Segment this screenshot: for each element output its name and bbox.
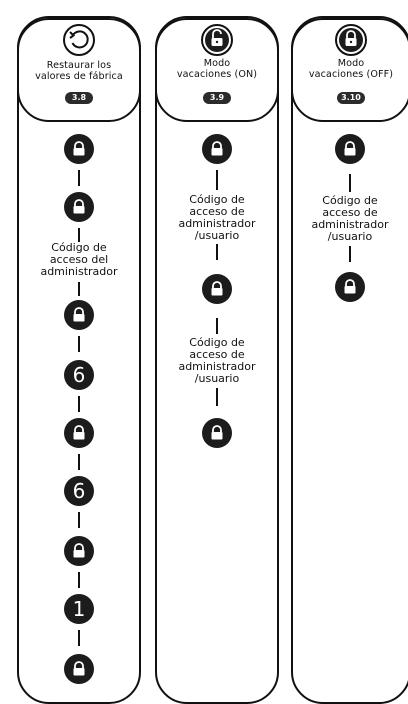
column-title: Modo vacaciones (OFF)	[308, 58, 394, 80]
section-badge: 3.8	[65, 92, 93, 104]
connector-line	[78, 512, 80, 528]
procedure-column-vacation-off: Modo vacaciones (OFF) 3.10	[291, 16, 408, 704]
step-label: Código de acceso de administrador /usuar…	[178, 193, 256, 242]
connector-line	[78, 228, 80, 242]
connector-line	[78, 630, 80, 646]
lock-key-icon	[64, 418, 94, 448]
procedure-column-factory-reset: Restaurar los valores de fábrica 3.8	[17, 16, 141, 704]
connector-line	[216, 388, 218, 406]
connector-line	[78, 336, 80, 352]
connector-line	[78, 170, 80, 186]
connector-line	[216, 318, 218, 334]
step-label: Código de acceso del administrador	[40, 241, 118, 278]
column-title: Restaurar los valores de fábrica	[35, 60, 123, 82]
connector-line	[349, 246, 351, 262]
lock-key-icon	[335, 134, 365, 164]
connector-line	[78, 572, 80, 588]
lock-key-icon	[64, 654, 94, 684]
lock-key-icon	[64, 134, 94, 164]
column-title: Modo vacaciones (ON)	[176, 58, 258, 80]
restore-icon	[62, 23, 96, 61]
connector-line	[78, 396, 80, 412]
lock-key-icon	[64, 192, 94, 222]
column-header: Modo vacaciones (OFF) 3.10	[291, 18, 408, 122]
lock-key-icon	[64, 300, 94, 330]
connector-line	[78, 282, 80, 296]
lock-key-icon	[202, 274, 232, 304]
step-label: Código de acceso de administrador /usuar…	[311, 194, 389, 243]
lock-key-icon	[64, 536, 94, 566]
lock-key-icon	[202, 418, 232, 448]
section-badge: 3.9	[203, 92, 231, 104]
lock-key-icon	[335, 272, 365, 302]
connector-line	[216, 170, 218, 190]
locked-padlock-icon	[334, 23, 368, 61]
section-badge: 3.10	[337, 92, 365, 104]
digit-key: 6	[64, 360, 94, 390]
digit-key: 6	[64, 476, 94, 506]
connector-line	[216, 244, 218, 260]
unlocked-padlock-icon	[200, 23, 234, 61]
digit-key: 1	[64, 594, 94, 624]
step-label: Código de acceso de administrador /usuar…	[178, 336, 256, 385]
column-header: Restaurar los valores de fábrica 3.8	[17, 18, 141, 122]
column-header: Modo vacaciones (ON) 3.9	[155, 18, 279, 122]
connector-line	[78, 454, 80, 470]
connector-line	[349, 174, 351, 192]
lock-key-icon	[202, 134, 232, 164]
